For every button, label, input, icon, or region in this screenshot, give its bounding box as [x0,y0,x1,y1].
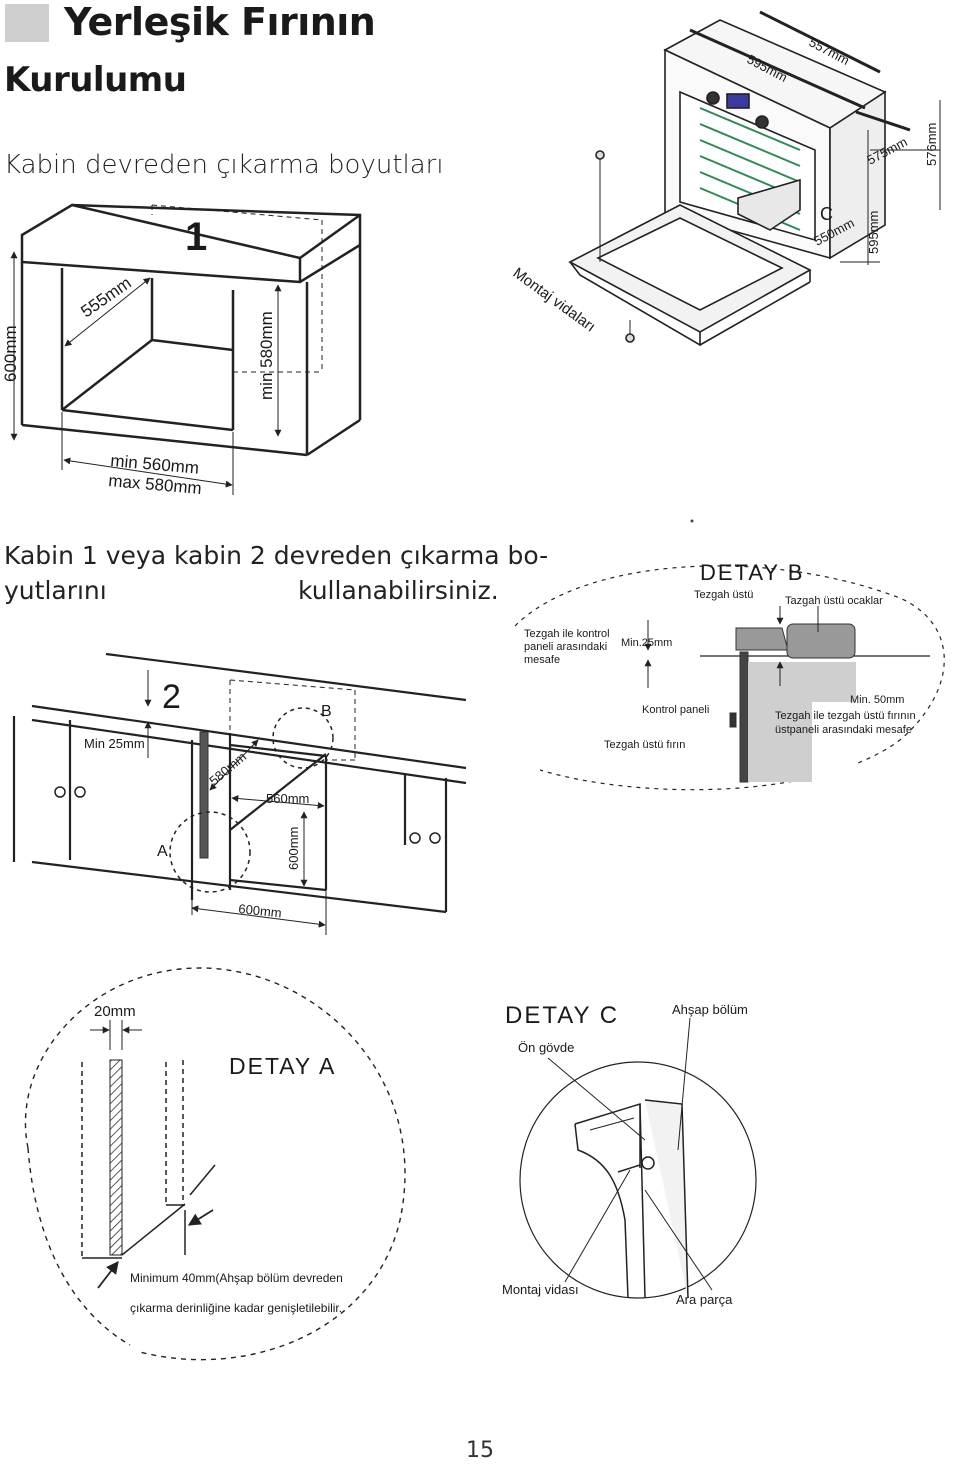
detail-b-gap-text-3: mesafe [524,654,560,666]
detail-b-gap50-text-2: üstpaneli arasındaki mesafe [775,724,912,736]
paragraph-line2b: kullanabilirsiniz. [298,576,499,605]
detail-b-min25-label: Min.25mm [621,637,672,649]
oven-label-c: C [820,204,833,224]
detail-b-countertop-oven-label: Tezgah üstü fırın [604,739,685,751]
cabinet-2-600-vertical-label: 600mm [286,827,301,870]
cabinet-2-600-horizontal-label: 600mm [238,901,283,920]
detail-b-gap50-text-1: Tezgah ile tezgah üstü fırının [775,710,916,722]
cabinet-1-min-height-label: min 580mm [257,311,276,400]
detail-b-control-panel-label: Kontrol paneli [642,704,709,716]
detail-b-title: DETAY B [700,560,804,585]
cabinet-1-number: 1 [185,215,207,259]
section-subtitle: Kabin devreden çıkarma boyutları [4,150,444,180]
detail-b-diagram [514,565,945,791]
detail-c-title: DETAY C [505,1002,619,1029]
detail-b-counter-hobs-label: Tazgah üstü ocaklar [785,595,883,607]
detail-a-note-line1: Minimum 40mm(Ahşap bölüm devreden [130,1271,343,1285]
detail-c-diagram [519,1017,757,1299]
paragraph-line2a: yutlarını [4,576,107,605]
detail-a-note-line2: çıkarma derinliğine kadar genişletilebil… [130,1301,342,1315]
cabinet-1-height-label: 600mm [1,325,20,382]
cabinet-2-min25-label: Min 25mm [84,736,145,751]
cabinet-2-diagram [12,652,467,935]
cabinet-2-580-label: 580mm [206,749,249,788]
detail-b-counter-top-label: Tezgah üstü [694,589,753,601]
detail-c-wood-part-label: Ahşap bölüm [672,1002,748,1017]
cabinet-1-diagram [10,203,362,495]
detail-a-title: DETAY A [229,1053,336,1079]
oven-diagram [568,10,941,347]
cabinet-2-label-a: A [157,843,168,860]
detail-c-mounting-screw-label: Montaj vidası [502,1282,579,1297]
mounting-screws-label: Montaj vidaları [510,264,599,335]
cabinet-2-560-label: 560mm [266,791,309,806]
page-title-line2: Kurulumu [4,60,187,100]
cabinet-2-number: 2 [162,678,181,716]
page-number: 15 [466,1438,494,1463]
oven-height-label: 595mm [866,211,881,254]
paragraph-line1: Kabin 1 veya kabin 2 devreden çıkarma bo… [4,541,549,570]
detail-c-front-body-label: Ön gövde [518,1040,574,1055]
cabinet-2-label-b: B [321,703,332,720]
detail-b-min50-label: Min. 50mm [850,694,904,706]
page-title: Yerleşik Fırının [64,0,376,44]
detail-b-gap-text-2: paneli arasındaki [524,641,607,653]
detail-a-20mm-label: 20mm [94,1003,136,1020]
oven-side-576-label: 576mm [924,123,939,166]
detail-c-spacer-label: Ara parça [676,1292,733,1307]
detail-a-diagram [24,967,406,1361]
detail-b-gap-text-1: Tezgah ile kontrol [524,628,610,640]
header-decor-square [5,4,49,42]
